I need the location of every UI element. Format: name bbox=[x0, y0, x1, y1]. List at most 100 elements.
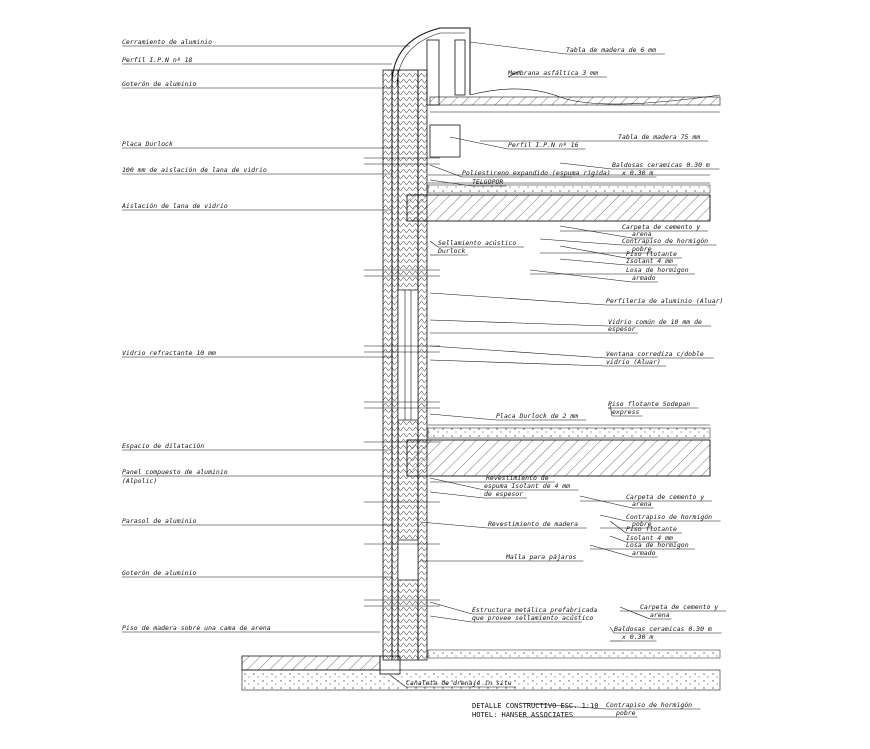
right-leader-39 bbox=[429, 601, 473, 615]
right-label-35: Losa de hormigon bbox=[626, 541, 689, 549]
right-label-41: Carpeta de cemento y bbox=[640, 603, 718, 611]
left-label-9: (Alpolic) bbox=[122, 477, 157, 485]
ground-floor bbox=[241, 649, 721, 691]
right-leader-43 bbox=[609, 626, 615, 634]
right-label-39: Estructura metálica prefabricada bbox=[472, 606, 597, 614]
right-label-46: Contrapiso de hormigón bbox=[606, 701, 692, 709]
right-label-34: Isolant 4 mm bbox=[626, 534, 673, 542]
right-label-13: Isolant 4 mm bbox=[626, 257, 673, 265]
right-label-43: Baldosas ceramicas 0.30 m bbox=[614, 625, 712, 633]
right-leader-40 bbox=[429, 615, 473, 623]
right-label-0: Tabla de madera de 6 mm bbox=[566, 46, 656, 54]
right-leader-16 bbox=[429, 240, 439, 248]
right-label-26: Revestimiento de bbox=[486, 474, 549, 482]
right-label-18: Perfilería de aluminio (Aluar) bbox=[606, 297, 723, 305]
right-label-22: vidrio (Aluar) bbox=[606, 358, 661, 366]
roof-slab bbox=[429, 88, 721, 158]
right-leader-7 bbox=[429, 179, 473, 187]
facade-ticks bbox=[364, 157, 440, 607]
right-label-32: pobre bbox=[632, 520, 652, 528]
right-leader-22 bbox=[429, 359, 607, 367]
right-label-40: que provee sellamiento acústico bbox=[472, 614, 593, 622]
right-label-29: Carpeta de cemento y bbox=[626, 493, 704, 501]
right-label-37: Revestimiento de madera bbox=[488, 520, 578, 528]
right-label-12: Piso flotante bbox=[626, 250, 677, 258]
facade-wall bbox=[382, 69, 428, 661]
right-label-23: Piso flotante Sodepan bbox=[608, 400, 690, 408]
right-leader-21 bbox=[429, 345, 607, 359]
left-label-3: Placa Durlock bbox=[122, 140, 173, 148]
right-leader-9 bbox=[559, 225, 633, 239]
right-label-9: arena bbox=[632, 230, 652, 238]
left-label-6: Vidrio refractante 10 mm bbox=[122, 349, 216, 357]
right-label-30: arena bbox=[632, 500, 652, 508]
right-label-16: Sellamiento acústico bbox=[438, 239, 516, 247]
lower-floor-slab bbox=[406, 424, 711, 477]
right-leader-10 bbox=[539, 238, 623, 246]
right-leader-6 bbox=[429, 164, 463, 178]
right-leader-42 bbox=[619, 606, 651, 620]
right-label-21: Ventana corrediza c/doble bbox=[606, 350, 704, 358]
right-label-5: x 0.30 m bbox=[621, 169, 653, 177]
right-label-33: Piso flotante bbox=[626, 525, 677, 533]
title-block-0: DETALLE CONSTRUCTIVO ESC. 1:10 bbox=[472, 702, 598, 710]
right-label-38: Malla para pájaros bbox=[505, 553, 577, 561]
right-label-14: Losa de hormigon bbox=[626, 266, 689, 274]
right-leader-1 bbox=[507, 70, 521, 78]
right-label-31: Contrapiso de hormigón bbox=[626, 513, 712, 521]
right-label-7: TELGOPOR bbox=[472, 178, 503, 186]
right-leader-13 bbox=[559, 258, 627, 266]
right-label-3: Perfil I.P.N nº 16 bbox=[508, 141, 579, 149]
right-label-15: armado bbox=[632, 274, 656, 282]
right-leader-19 bbox=[429, 319, 609, 327]
right-label-6: Poliestireno expandido (espuma rígida) bbox=[462, 169, 611, 177]
right-leader-0 bbox=[469, 41, 567, 55]
right-label-17: Durlock bbox=[437, 247, 465, 255]
upper-floor-slab bbox=[406, 174, 711, 222]
right-label-11: pobre bbox=[632, 245, 652, 253]
left-label-4: 100 mm de aislación de lana de vidrio bbox=[122, 166, 267, 174]
right-leader-18 bbox=[429, 292, 607, 306]
left-label-10: Parasol de aluminio bbox=[122, 517, 196, 525]
right-label-19: Vidrio común de 10 mm de bbox=[608, 318, 702, 326]
right-leader-25 bbox=[429, 413, 497, 421]
left-label-8: Panel compuesto de aluminio bbox=[122, 468, 228, 476]
right-label-44: x 0.30 m bbox=[621, 633, 653, 641]
title-block-1: HOTEL: HANSER ASSOCIATES bbox=[472, 711, 573, 719]
right-label-42: arena bbox=[650, 611, 670, 619]
left-label-7: Espacio de dilatación bbox=[122, 442, 204, 450]
right-leader-31 bbox=[599, 514, 627, 522]
right-leader-24 bbox=[609, 403, 613, 417]
leaders bbox=[122, 41, 726, 718]
right-label-20: espesor bbox=[608, 325, 635, 333]
right-leader-36 bbox=[589, 544, 633, 558]
left-label-1: Perfil I.P.N nº 18 bbox=[122, 56, 193, 64]
right-leader-15 bbox=[529, 269, 633, 283]
right-leader-34 bbox=[609, 535, 627, 543]
right-leader-12 bbox=[559, 245, 627, 259]
right-leader-37 bbox=[419, 521, 489, 529]
left-label-12: Piso de madera sobre una cama de arena bbox=[122, 624, 271, 632]
right-label-36: armado bbox=[632, 549, 656, 557]
right-label-27: espuma Isolant de 4 mm bbox=[484, 482, 570, 490]
right-leader-27 bbox=[429, 477, 485, 491]
right-label-1: Membrana asfáltica 3 mm bbox=[507, 69, 598, 77]
right-leader-30 bbox=[579, 495, 633, 509]
left-label-2: Goterón de aluminio bbox=[122, 80, 196, 88]
right-label-24: express bbox=[612, 408, 639, 416]
right-label-28: de espesor bbox=[484, 490, 523, 498]
right-label-45: Canaleta de drenaje in situ bbox=[406, 679, 512, 687]
left-label-5: Aislación de lana de vidrio bbox=[121, 202, 228, 210]
right-leader-4 bbox=[559, 162, 613, 170]
left-label-11: Goterón de aluminio bbox=[122, 569, 196, 577]
right-label-25: Placa Durlock de 2 mm bbox=[496, 412, 578, 420]
right-label-8: Carpeta de cemento y bbox=[622, 223, 700, 231]
right-leader-33 bbox=[609, 520, 627, 534]
right-leader-46 bbox=[519, 702, 607, 710]
right-leader-28 bbox=[429, 491, 485, 499]
right-leader-3 bbox=[449, 136, 509, 150]
right-label-10: Contrapiso de hormigón bbox=[622, 237, 708, 245]
